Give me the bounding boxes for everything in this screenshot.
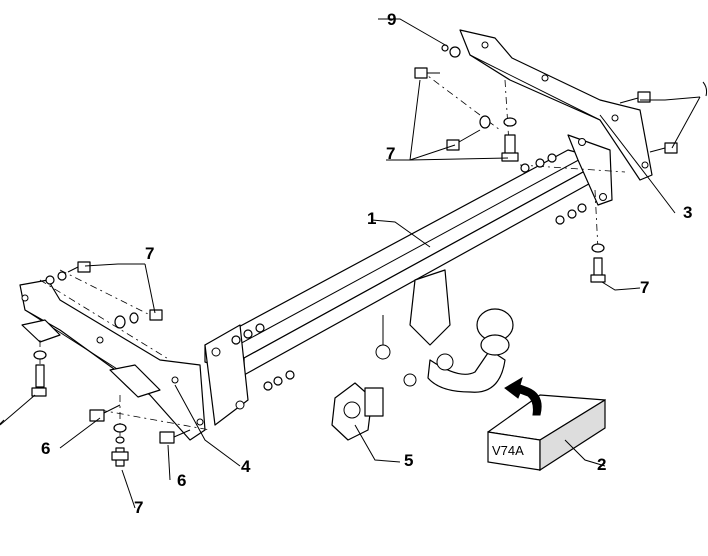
leader-lines xyxy=(0,18,701,509)
assembly-lines xyxy=(39,69,626,445)
electrical-package-box: V74A xyxy=(487,394,606,472)
callout-9: 9 xyxy=(387,10,396,29)
crossbar xyxy=(204,149,606,376)
callout-5: 5 xyxy=(404,451,413,470)
top-fasteners xyxy=(414,44,678,283)
tow-ball-hitch xyxy=(375,269,514,393)
callout-7-right: 7 xyxy=(640,278,649,297)
socket-plate xyxy=(331,382,384,441)
right-side-bracket xyxy=(459,29,653,181)
callout-2: 2 xyxy=(597,455,606,474)
callout-7-bottom: 7 xyxy=(134,498,143,517)
callout-1: 1 xyxy=(367,209,376,228)
left-side-bracket xyxy=(19,279,206,441)
package-label: V74A xyxy=(492,443,524,458)
callout-6-right: 6 xyxy=(177,471,186,490)
callout-6-left: 6 xyxy=(41,439,50,458)
callout-7-top: 7 xyxy=(386,144,395,163)
callout-4: 4 xyxy=(241,457,251,476)
left-crossbar-plate xyxy=(204,324,249,426)
edge-partial-marks xyxy=(0,81,708,425)
curved-arrow-icon xyxy=(504,376,542,416)
left-fasteners xyxy=(31,261,295,467)
callout-7-left: 7 xyxy=(145,244,154,263)
callout-3: 3 xyxy=(683,203,692,222)
callout-labels: 9 1 7 3 7 7 6 4 6 7 5 2 xyxy=(41,10,692,517)
